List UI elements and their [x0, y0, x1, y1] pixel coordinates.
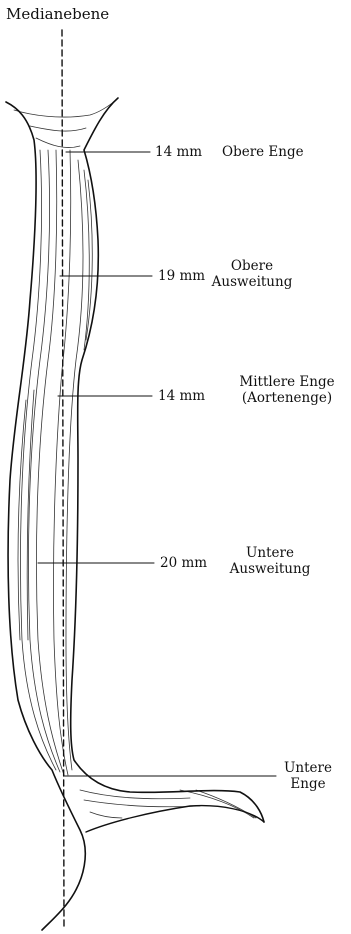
- measurement-label: 14 mm: [155, 144, 202, 160]
- region-label-line: Obere: [212, 258, 293, 274]
- muscle-fibers: [14, 100, 256, 818]
- region-label-untere-enge: Untere Enge: [284, 760, 332, 792]
- region-label-line: Untere: [284, 760, 332, 776]
- median-plane-title: Medianebene: [6, 6, 109, 22]
- region-label-obere-ausweitung: Obere Ausweitung: [212, 258, 293, 290]
- region-label-untere-ausweitung: Untere Ausweitung: [230, 545, 311, 577]
- measurement-label: 14 mm: [158, 388, 205, 404]
- measurement-label: 19 mm: [158, 268, 205, 284]
- cardia-edge: [86, 806, 264, 832]
- esophagus-left-edge: [6, 102, 85, 930]
- esophagus-right-edge: [71, 98, 264, 822]
- region-label-line: (Aortenenge): [239, 390, 334, 406]
- measurement-label: 20 mm: [160, 555, 207, 571]
- region-label-mittlere-enge: Mittlere Enge (Aortenenge): [239, 374, 334, 406]
- region-label-line: Mittlere Enge: [239, 374, 334, 390]
- region-label-line: Enge: [284, 776, 332, 792]
- region-label-obere-enge: Obere Enge: [222, 144, 304, 160]
- region-label-line: Obere Enge: [222, 144, 304, 160]
- leader-lines: [38, 152, 276, 776]
- region-label-line: Ausweitung: [230, 561, 311, 577]
- region-label-line: Untere: [230, 545, 311, 561]
- region-label-line: Ausweitung: [212, 274, 293, 290]
